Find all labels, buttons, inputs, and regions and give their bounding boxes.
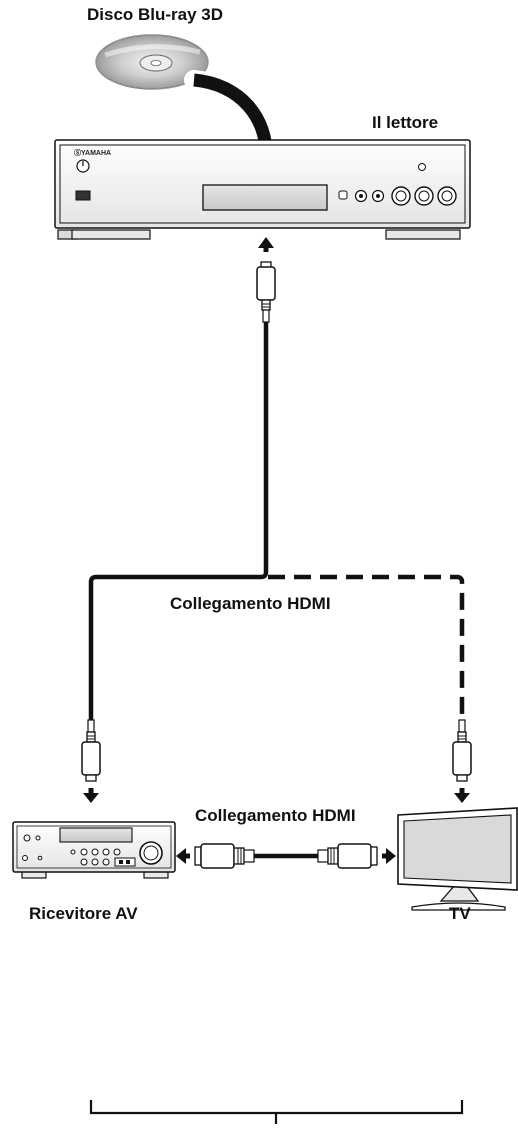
player-brand-logo: ⓈYAMAHA [74,150,112,157]
av-receiver [12,821,176,879]
bottom-bracket [89,1100,464,1124]
cable-solid [88,322,269,720]
lower-hdmi-link [176,843,396,869]
tv-label: TV [449,904,471,923]
hdmi-link-label-upper: Collegamento HDMI [170,594,331,613]
receiver-hdmi-plug [81,719,101,782]
player-hdmi-plug [256,261,276,323]
bluray-disc [95,34,209,90]
hdmi-link-label-lower: Collegamento HDMI [195,806,356,825]
tv-hdmi-arrow [454,788,470,803]
cable-dashed [268,574,465,720]
tv-hdmi-plug [452,719,472,782]
receiver-hdmi-arrow [83,788,99,803]
player-label: Il lettore [372,113,439,132]
disc-label: Disco Blu-ray 3D [87,5,224,24]
bluray-player [54,139,471,240]
tv-set [397,807,518,911]
player-hdmi-arrow [258,237,274,252]
receiver-label: Ricevitore AV [29,904,138,923]
